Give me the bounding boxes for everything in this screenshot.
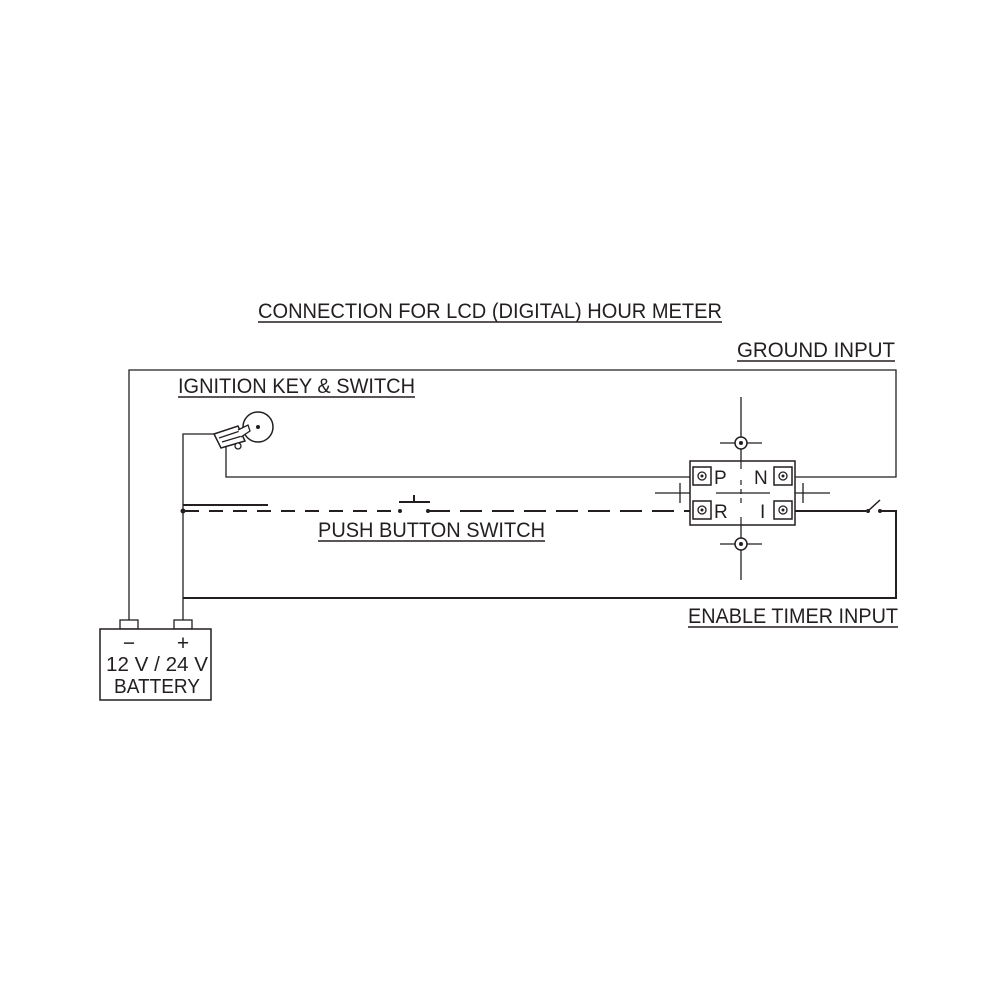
battery: − + 12 V / 24 V BATTERY bbox=[99, 619, 212, 701]
ignition-supply-wire bbox=[182, 433, 222, 620]
terminal-p: P bbox=[692, 466, 727, 489]
terminal-r: R bbox=[692, 500, 728, 523]
enable-timer-label: ENABLE TIMER INPUT bbox=[688, 605, 898, 628]
battery-minus-label: − bbox=[123, 632, 135, 655]
ignition-key-icon bbox=[212, 411, 274, 450]
enable-timer-wire bbox=[183, 510, 897, 599]
diagram-title: CONNECTION FOR LCD (DIGITAL) HOUR METER bbox=[258, 299, 722, 323]
ignition-to-p-wire bbox=[225, 447, 690, 478]
ground-wire bbox=[128, 369, 897, 620]
ignition-label: IGNITION KEY & SWITCH bbox=[178, 375, 415, 398]
terminal-i-label: I bbox=[760, 502, 765, 523]
terminal-i: I bbox=[760, 500, 793, 523]
terminal-r-label: R bbox=[714, 502, 728, 523]
battery-name-label: BATTERY bbox=[114, 676, 200, 698]
enable-switch bbox=[866, 499, 882, 513]
push-button-switch-icon bbox=[398, 495, 430, 513]
terminal-p-label: P bbox=[714, 468, 727, 489]
ground-input-label: GROUND INPUT bbox=[737, 339, 895, 362]
hour-meter: P N R I bbox=[655, 397, 830, 580]
terminal-n-label: N bbox=[754, 468, 768, 489]
battery-plus-label: + bbox=[177, 632, 189, 655]
push-button-label: PUSH BUTTON SWITCH bbox=[318, 519, 545, 542]
push-button-circuit bbox=[180, 504, 690, 514]
battery-voltage-label: 12 V / 24 V bbox=[106, 654, 209, 676]
terminal-n: N bbox=[754, 466, 793, 489]
